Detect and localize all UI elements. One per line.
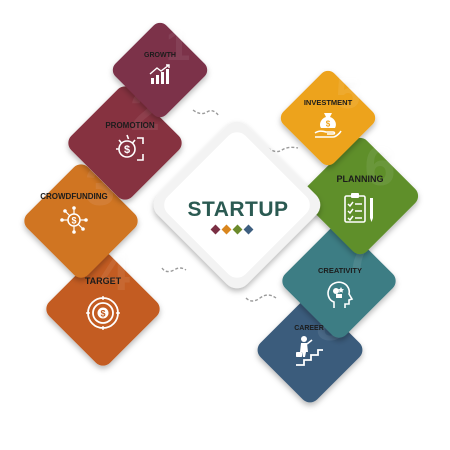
svg-text:5: 5 (336, 69, 360, 118)
card-planning: PLANNING (322, 174, 398, 234)
connector-line (245, 294, 277, 302)
card-crowdfunding-label: CROWDFUNDING (40, 192, 108, 201)
growth-chart-icon (149, 64, 170, 84)
card-investment: INVESTMENT $ (290, 98, 366, 148)
clipboard-checklist-icon (344, 193, 373, 223)
svg-text:$: $ (124, 144, 130, 156)
head-idea-icon (327, 281, 354, 308)
card-promotion-label: PROMOTION (105, 121, 155, 130)
dot-orange (221, 224, 232, 235)
svg-text:6: 6 (364, 134, 395, 197)
card-career-label: CAREER (294, 325, 324, 332)
connector-line (161, 267, 187, 273)
svg-text:1: 1 (166, 21, 190, 70)
dot-green (232, 224, 243, 235)
card-creativity: CREATIVITY (304, 266, 376, 316)
dot-blue (243, 224, 254, 235)
money-bag-hand-icon: $ (314, 113, 342, 138)
businessman-stairs-icon (296, 336, 323, 366)
center-diamond (153, 121, 321, 289)
card-growth-label: GROWTH (144, 52, 176, 59)
card-career: CAREER (274, 325, 344, 375)
connector-line (192, 109, 220, 117)
card-growth: GROWTH (120, 52, 200, 102)
center-title: STARTUP (187, 198, 289, 221)
card-crowdfunding: CROWDFUNDING $ (26, 192, 122, 242)
connector-line (267, 146, 299, 153)
svg-text:$: $ (100, 309, 105, 319)
card-target-label: TARGET (84, 276, 122, 286)
promotion-dollar-icon: $ (116, 134, 144, 161)
card-creativity-label: CREATIVITY (317, 266, 363, 275)
svg-text:$: $ (326, 120, 331, 129)
card-target: TARGET $ (68, 276, 138, 336)
target-dollar-icon: $ (86, 296, 120, 330)
card-planning-label: PLANNING (336, 174, 384, 184)
center-dots (210, 224, 260, 236)
card-investment-label: INVESTMENT (303, 98, 353, 107)
svg-text:$: $ (71, 216, 76, 226)
dot-maroon (210, 224, 221, 235)
card-promotion: PROMOTION $ (95, 121, 165, 171)
network-dollar-icon: $ (60, 206, 88, 234)
